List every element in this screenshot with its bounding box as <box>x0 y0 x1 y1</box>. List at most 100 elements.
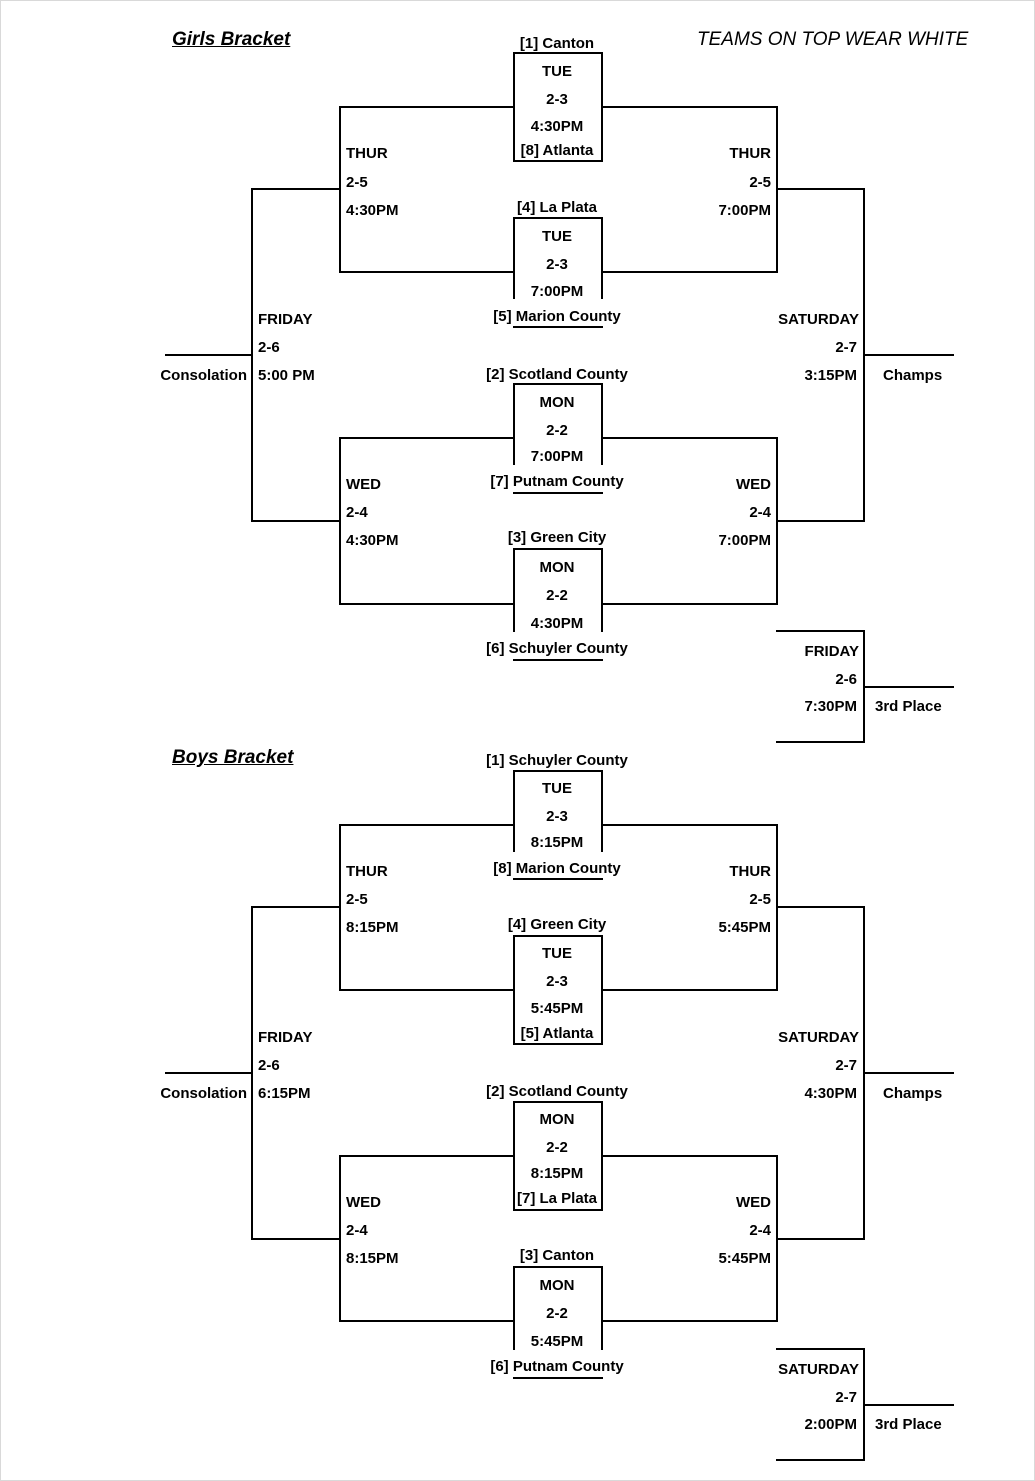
game-date: 2-5 <box>749 174 771 191</box>
line <box>165 354 253 356</box>
line <box>513 1101 515 1211</box>
line <box>513 1209 603 1211</box>
line <box>513 1043 603 1045</box>
team-bottom: [6] Schuyler County <box>486 640 628 657</box>
game-day: MON <box>539 1277 575 1294</box>
line <box>339 1320 514 1322</box>
line <box>863 1404 954 1406</box>
game-date: 2-4 <box>346 1222 368 1239</box>
line <box>513 659 603 661</box>
line <box>513 935 603 937</box>
line <box>601 271 778 273</box>
line <box>601 1155 778 1157</box>
line <box>251 188 341 190</box>
line <box>251 1238 341 1240</box>
line <box>513 52 515 162</box>
team-bottom: [8] Marion County <box>493 860 621 877</box>
line <box>601 437 778 439</box>
line <box>776 188 865 190</box>
game-day: SATURDAY <box>778 311 859 328</box>
team-bottom: [7] Putnam County <box>490 473 624 490</box>
game-time: 4:30PM <box>530 118 584 135</box>
boys-bracket-title: Boys Bracket <box>172 747 294 768</box>
game-date: 2-3 <box>546 91 568 108</box>
game-time: 7:00PM <box>530 283 584 300</box>
champs-label: Champs <box>883 367 943 384</box>
game-day: SATURDAY <box>778 1029 859 1046</box>
game-date: 2-2 <box>546 1305 568 1322</box>
game-time: 8:15PM <box>530 1165 584 1182</box>
line <box>776 1238 865 1240</box>
team-top: [3] Canton <box>519 1247 595 1264</box>
game-time: 4:30PM <box>804 1085 857 1102</box>
team-top: [4] Green City <box>507 916 607 933</box>
line <box>776 741 865 743</box>
champs-label: Champs <box>883 1085 943 1102</box>
team-top: [3] Green City <box>507 529 607 546</box>
game-time: 2:00PM <box>804 1416 857 1433</box>
game-time: 6:15PM <box>258 1085 311 1102</box>
game-date: 2-7 <box>835 1389 857 1406</box>
game-time: 7:30PM <box>804 698 857 715</box>
game-date: 2-7 <box>835 339 857 356</box>
line <box>513 383 603 385</box>
game-time: 4:30PM <box>530 615 584 632</box>
line <box>251 906 341 908</box>
game-date: 2-5 <box>346 891 368 908</box>
line <box>513 1101 603 1103</box>
game-time: 8:15PM <box>530 834 584 851</box>
line <box>776 906 865 908</box>
line <box>339 271 514 273</box>
team-top: [2] Scotland County <box>486 1083 628 1100</box>
game-time: 8:15PM <box>346 1250 399 1267</box>
line <box>513 935 515 1045</box>
game-day: WED <box>736 1194 771 1211</box>
line <box>863 354 954 356</box>
game-time: 5:45PM <box>530 1333 584 1350</box>
game-time: 3:15PM <box>804 367 857 384</box>
game-date: 2-2 <box>546 1139 568 1156</box>
game-date: 2-7 <box>835 1057 857 1074</box>
line <box>513 217 515 299</box>
line <box>513 160 603 162</box>
game-time: 5:45PM <box>718 919 771 936</box>
line <box>513 878 603 880</box>
game-time: 4:30PM <box>346 202 399 219</box>
line <box>513 770 603 772</box>
game-day: THUR <box>729 145 771 162</box>
line <box>601 217 603 299</box>
line <box>251 520 341 522</box>
line <box>776 520 865 522</box>
game-date: 2-3 <box>546 808 568 825</box>
game-day: TUE <box>542 228 572 245</box>
team-bottom: [5] Marion County <box>493 308 621 325</box>
line <box>339 824 514 826</box>
game-date: 2-3 <box>546 256 568 273</box>
game-day: THUR <box>346 145 388 162</box>
game-day: MON <box>539 1111 575 1128</box>
game-time: 5:45PM <box>530 1000 584 1017</box>
line <box>339 603 514 605</box>
line <box>776 630 865 632</box>
line <box>601 106 778 108</box>
line <box>513 492 603 494</box>
game-date: 2-5 <box>346 174 368 191</box>
team-top: [2] Scotland County <box>486 366 628 383</box>
game-day: TUE <box>542 945 572 962</box>
game-date: 2-2 <box>546 587 568 604</box>
game-day: FRIDAY <box>804 643 859 660</box>
game-day: WED <box>736 476 771 493</box>
line <box>339 989 514 991</box>
line <box>776 1348 865 1350</box>
line <box>601 989 778 991</box>
game-day: TUE <box>542 63 572 80</box>
line <box>601 1266 603 1350</box>
line <box>601 824 778 826</box>
line <box>513 548 603 550</box>
line <box>339 437 514 439</box>
game-time: 5:45PM <box>718 1250 771 1267</box>
game-date: 2-4 <box>749 504 771 521</box>
third-place-label: 3rd Place <box>875 698 942 715</box>
